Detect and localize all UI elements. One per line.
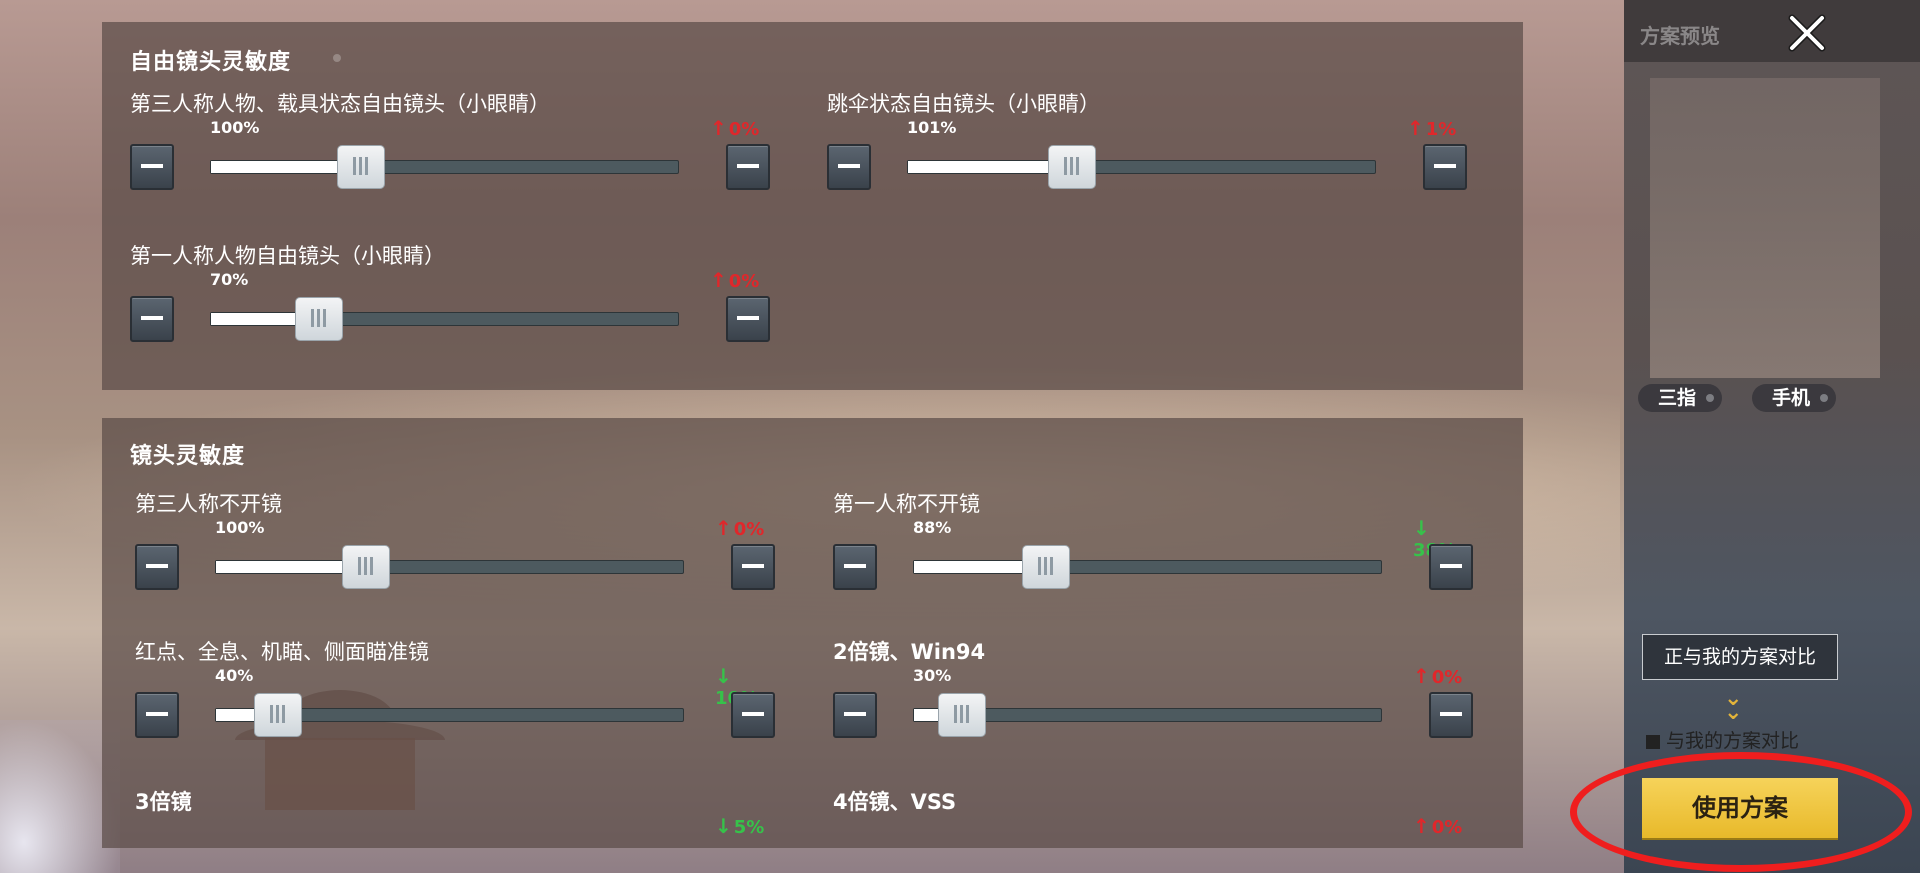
increase-button[interactable] — [1423, 144, 1467, 190]
change-indicator: ↑0% — [710, 116, 760, 140]
slider-thumb[interactable] — [295, 297, 344, 341]
setting-label: 3倍镜 — [135, 790, 192, 814]
setting-label: 第三人称不开镜 — [135, 492, 282, 516]
change-indicator: ↑0% — [710, 268, 760, 292]
slider-fill — [211, 161, 361, 173]
setting-label: 第一人称人物自由镜头（小眼睛） — [130, 244, 445, 268]
increase-button[interactable] — [731, 544, 775, 590]
decrease-button[interactable] — [130, 144, 174, 190]
slider-thumb[interactable] — [253, 693, 302, 737]
slider-track[interactable] — [913, 693, 1382, 737]
increase-button[interactable] — [1429, 692, 1473, 738]
setting-label: 2倍镜、Win94 — [833, 640, 986, 664]
arrow-up-icon: ↑ — [1413, 664, 1430, 688]
panel-dot-icon — [333, 54, 341, 62]
setting-third-person-free: 第三人称人物、载具状态自由镜头（小眼睛） 100% ↑0% — [130, 88, 770, 198]
slider-fill — [908, 161, 1072, 173]
change-indicator: ↓5% — [715, 814, 765, 838]
arrow-down-icon: ↓ — [715, 814, 732, 838]
free-camera-panel: 自由镜头灵敏度 第三人称人物、载具状态自由镜头（小眼睛） 100% ↑0% 跳伞… — [102, 22, 1523, 390]
slider-track[interactable] — [215, 545, 684, 589]
change-indicator: ↑0% — [1413, 664, 1463, 688]
setting-4x-scope: 4倍镜、VSS ↑0% — [833, 786, 1473, 846]
background-snow — [0, 720, 120, 873]
setting-value: 101% — [907, 118, 957, 137]
free-camera-title: 自由镜头灵敏度 — [130, 50, 292, 75]
sidebar-title: 方案预览 — [1640, 24, 1720, 48]
setting-value: 70% — [210, 270, 249, 289]
slider-track[interactable] — [913, 545, 1382, 589]
slider-fill — [914, 561, 1045, 573]
chevron-down-icon: ⌄⌄ — [1724, 686, 1743, 725]
use-scheme-button[interactable]: 使用方案 — [1642, 778, 1838, 838]
setting-value: 88% — [913, 518, 952, 537]
decrease-button[interactable] — [135, 692, 179, 738]
increase-button[interactable] — [1429, 544, 1473, 590]
setting-label: 跳伞状态自由镜头（小眼睛） — [827, 92, 1100, 116]
slider-track[interactable] — [210, 145, 679, 189]
compare-checkbox[interactable]: 与我的方案对比 — [1646, 726, 1799, 753]
decrease-button[interactable] — [833, 692, 877, 738]
setting-label: 第三人称人物、载具状态自由镜头（小眼睛） — [130, 92, 550, 116]
arrow-up-icon: ↑ — [715, 516, 732, 540]
arrow-down-icon: ↓ — [715, 664, 732, 688]
scheme-preview-image — [1650, 78, 1880, 378]
camera-panel: 镜头灵敏度 第三人称不开镜 100% ↑0% 第一人称不开镜 88% ↓38% … — [102, 418, 1523, 848]
arrow-up-icon: ↑ — [710, 116, 727, 140]
slider-thumb[interactable] — [937, 693, 986, 737]
checkbox-icon — [1646, 734, 1660, 749]
setting-value: 100% — [210, 118, 260, 137]
slider-fill — [216, 561, 366, 573]
decrease-button[interactable] — [827, 144, 871, 190]
change-indicator: ↑0% — [1413, 814, 1463, 838]
setting-label: 4倍镜、VSS — [833, 790, 957, 814]
slider-fill — [211, 313, 319, 325]
slider-thumb[interactable] — [1021, 545, 1070, 589]
slider-track[interactable] — [215, 693, 684, 737]
increase-button[interactable] — [731, 692, 775, 738]
setting-label: 红点、全息、机瞄、侧面瞄准镜 — [135, 640, 429, 664]
decrease-button[interactable] — [833, 544, 877, 590]
increase-button[interactable] — [726, 144, 770, 190]
tag-phone: 手机 — [1752, 384, 1837, 412]
setting-first-person-free: 第一人称人物自由镜头（小眼睛） 70% ↑0% — [130, 240, 770, 350]
preview-sidebar: 方案预览 三指 手机 正与我的方案对比 ⌄⌄ 与我的方案对比 使用方案 — [1624, 0, 1920, 873]
setting-value: 30% — [913, 666, 952, 685]
change-indicator: ↑0% — [715, 516, 765, 540]
slider-thumb[interactable] — [337, 145, 386, 189]
setting-third-person-no-scope: 第三人称不开镜 100% ↑0% — [135, 488, 775, 598]
arrow-down-icon: ↓ — [1413, 516, 1430, 540]
setting-value: 40% — [215, 666, 254, 685]
tag-three-finger: 三指 — [1638, 384, 1723, 412]
decrease-button[interactable] — [135, 544, 179, 590]
setting-parachute-free: 跳伞状态自由镜头（小眼睛） 101% ↑1% — [827, 88, 1467, 198]
setting-label: 第一人称不开镜 — [833, 492, 980, 516]
setting-3x-scope: 3倍镜 ↓5% — [135, 786, 775, 846]
slider-thumb[interactable] — [1048, 145, 1097, 189]
arrow-up-icon: ↑ — [1413, 814, 1430, 838]
slider-track[interactable] — [210, 297, 679, 341]
setting-2x-scope: 2倍镜、Win94 30% ↑0% — [833, 636, 1473, 746]
compare-button[interactable]: 正与我的方案对比 — [1642, 634, 1838, 680]
slider-thumb[interactable] — [342, 545, 391, 589]
increase-button[interactable] — [726, 296, 770, 342]
arrow-up-icon: ↑ — [1407, 116, 1424, 140]
sidebar-header: 方案预览 — [1624, 0, 1920, 62]
setting-first-person-no-scope: 第一人称不开镜 88% ↓38% — [833, 488, 1473, 598]
setting-red-dot-scope: 红点、全息、机瞄、侧面瞄准镜 40% ↓10% — [135, 636, 775, 746]
decrease-button[interactable] — [130, 296, 174, 342]
change-indicator: ↑1% — [1407, 116, 1457, 140]
setting-value: 100% — [215, 518, 265, 537]
close-icon — [1788, 14, 1826, 52]
slider-track[interactable] — [907, 145, 1376, 189]
arrow-up-icon: ↑ — [710, 268, 727, 292]
camera-title: 镜头灵敏度 — [130, 444, 246, 469]
close-button[interactable] — [1784, 10, 1830, 56]
